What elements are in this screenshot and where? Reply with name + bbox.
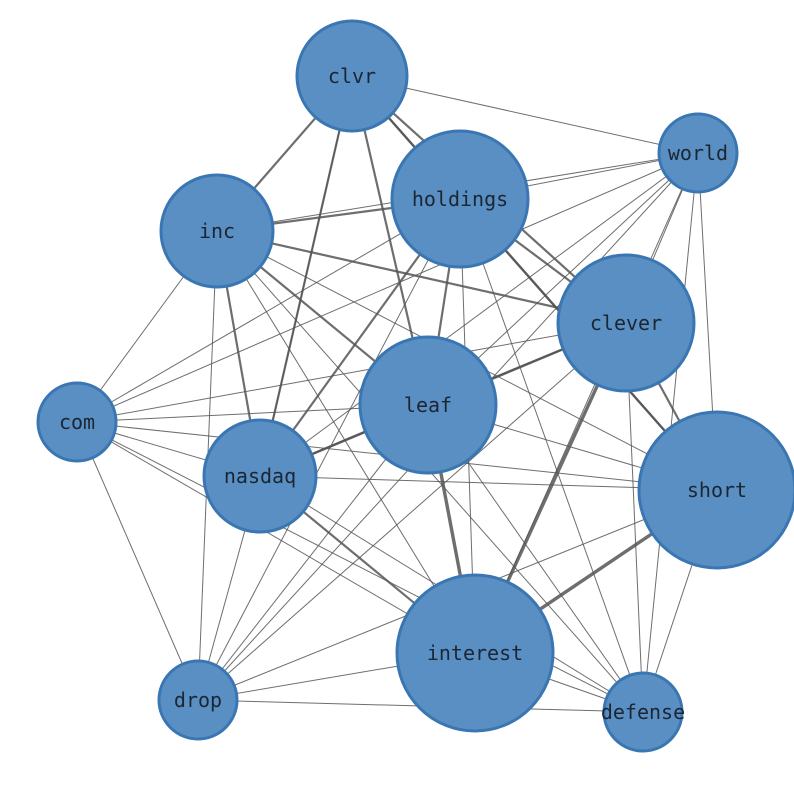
node-circle-drop[interactable] xyxy=(157,659,239,741)
edge-com-drop xyxy=(76,421,199,701)
node-label-nasdaq: nasdaq xyxy=(224,464,296,488)
edge-clever-com xyxy=(76,322,627,423)
edge-holdings-drop xyxy=(197,198,461,701)
node-inc[interactable]: inc xyxy=(159,173,275,289)
node-circle-leaf[interactable] xyxy=(358,335,498,475)
node-circle-defense[interactable] xyxy=(602,671,684,753)
node-drop[interactable]: drop xyxy=(157,659,239,741)
node-label-holdings: holdings xyxy=(412,187,508,211)
node-circle-com[interactable] xyxy=(36,381,118,463)
node-label-world: world xyxy=(668,141,728,165)
node-com[interactable]: com xyxy=(36,381,118,463)
node-interest[interactable]: interest xyxy=(395,573,555,733)
node-leaf[interactable]: leaf xyxy=(358,335,498,475)
edge-holdings-defense xyxy=(459,198,644,713)
node-nasdaq[interactable]: nasdaq xyxy=(202,418,318,534)
node-layer: clvr world holdings inc clever com leaf nasdaq s… xyxy=(36,19,794,753)
node-clvr[interactable]: clvr xyxy=(295,19,409,133)
node-label-defense: defense xyxy=(601,700,685,724)
node-circle-clever[interactable] xyxy=(556,253,696,393)
edge-world-com xyxy=(76,152,699,423)
node-circle-short[interactable] xyxy=(637,410,794,570)
edge-world-nasdaq xyxy=(259,152,699,477)
edge-inc-interest xyxy=(216,230,476,654)
node-holdings[interactable]: holdings xyxy=(390,129,530,269)
edge-inc-clever xyxy=(216,229,627,325)
node-label-short: short xyxy=(687,478,747,502)
edge-clever-drop xyxy=(197,322,627,701)
node-label-com: com xyxy=(59,410,95,434)
edge-clvr-nasdaq xyxy=(259,75,353,477)
node-circle-clvr[interactable] xyxy=(295,19,409,133)
node-circle-holdings[interactable] xyxy=(390,129,530,269)
node-circle-interest[interactable] xyxy=(395,573,555,733)
node-circle-world[interactable] xyxy=(657,112,739,194)
node-label-interest: interest xyxy=(427,641,523,665)
node-clever[interactable]: clever xyxy=(556,253,696,393)
node-label-leaf: leaf xyxy=(404,393,452,417)
node-label-drop: drop xyxy=(174,688,222,712)
node-label-inc: inc xyxy=(199,219,235,243)
node-short[interactable]: short xyxy=(637,410,794,570)
edge-holdings-com xyxy=(76,198,461,423)
node-label-clever: clever xyxy=(590,311,662,335)
node-defense[interactable]: defense xyxy=(601,671,685,753)
node-circle-nasdaq[interactable] xyxy=(202,418,318,534)
node-world[interactable]: world xyxy=(657,112,739,194)
node-label-clvr: clvr xyxy=(328,64,376,88)
edge-clvr-world xyxy=(351,75,699,154)
node-circle-inc[interactable] xyxy=(159,173,275,289)
